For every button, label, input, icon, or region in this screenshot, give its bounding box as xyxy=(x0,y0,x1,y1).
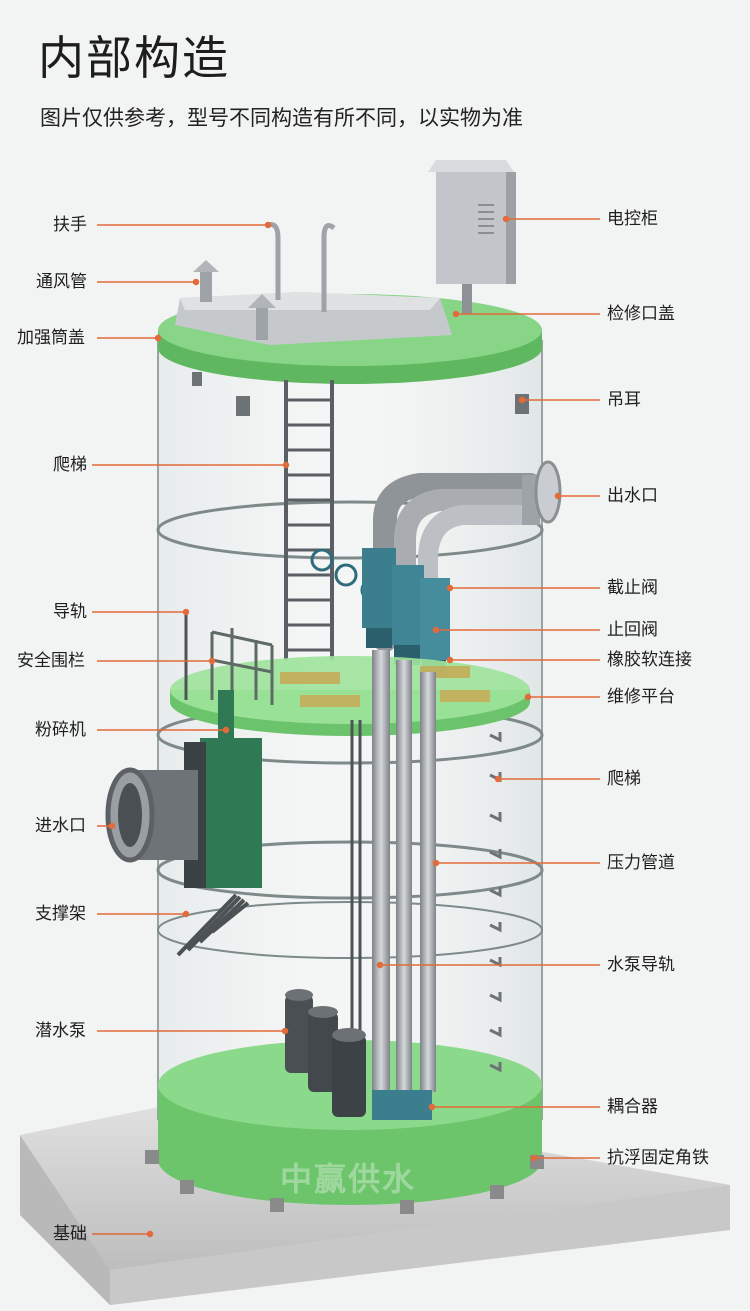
label-coupler: 耦合器 xyxy=(607,1097,658,1117)
label-maintenance-platform: 维修平台 xyxy=(607,687,675,707)
label-check-valve: 止回阀 xyxy=(607,620,658,640)
upper-ladder xyxy=(284,380,334,660)
label-lifting-lug: 吊耳 xyxy=(607,390,641,410)
page-title: 内部构造 xyxy=(38,31,230,85)
valves xyxy=(310,548,450,678)
label-water-outlet: 出水口 xyxy=(607,486,658,506)
maintenance-platform xyxy=(170,656,530,736)
label-vent-pipe: 通风管 xyxy=(36,272,87,292)
control-cabinet xyxy=(428,160,516,314)
label-guide-rail: 导轨 xyxy=(53,602,87,622)
label-ladder-upper: 爬梯 xyxy=(53,455,87,475)
label-pump-guide-rail: 水泵导轨 xyxy=(607,955,675,975)
label-support-frame: 支撑架 xyxy=(35,904,86,924)
label-pressure-pipe: 压力管道 xyxy=(607,853,675,873)
water-outlet-flange xyxy=(522,460,562,525)
label-handrail: 扶手 xyxy=(53,215,87,235)
watermark-text: 中赢供水 xyxy=(280,1160,417,1198)
safety-fence xyxy=(210,628,274,705)
label-rubber-joint: 橡胶软连接 xyxy=(607,650,692,670)
submersible-pumps xyxy=(285,989,432,1120)
tank-top-cover xyxy=(158,292,542,384)
outlet-pipes xyxy=(373,473,542,665)
label-safety-fence: 安全围栏 xyxy=(17,651,85,671)
label-manhole-cover: 检修口盖 xyxy=(607,304,675,324)
page-subtitle: 图片仅供参考，型号不同构造有所不同，以实物为准 xyxy=(40,106,523,130)
pressure-pipes xyxy=(372,650,436,1092)
label-submersible-pump: 潜水泵 xyxy=(35,1021,86,1041)
label-gate-valve: 截止阀 xyxy=(607,578,658,598)
support-frame xyxy=(176,893,250,957)
label-reinforced-cover: 加强筒盖 xyxy=(17,328,85,348)
vent-pipes xyxy=(193,260,276,340)
label-crusher: 粉碎机 xyxy=(35,720,86,740)
water-inlet xyxy=(105,767,198,863)
label-water-inlet: 进水口 xyxy=(35,816,86,836)
label-control-cabinet: 电控柜 xyxy=(607,209,658,229)
label-foundation: 基础 xyxy=(53,1224,87,1244)
label-anti-float-angle: 抗浮固定角铁 xyxy=(607,1148,709,1168)
label-ladder-lower: 爬梯 xyxy=(607,769,641,789)
lifting-lugs xyxy=(192,372,529,416)
